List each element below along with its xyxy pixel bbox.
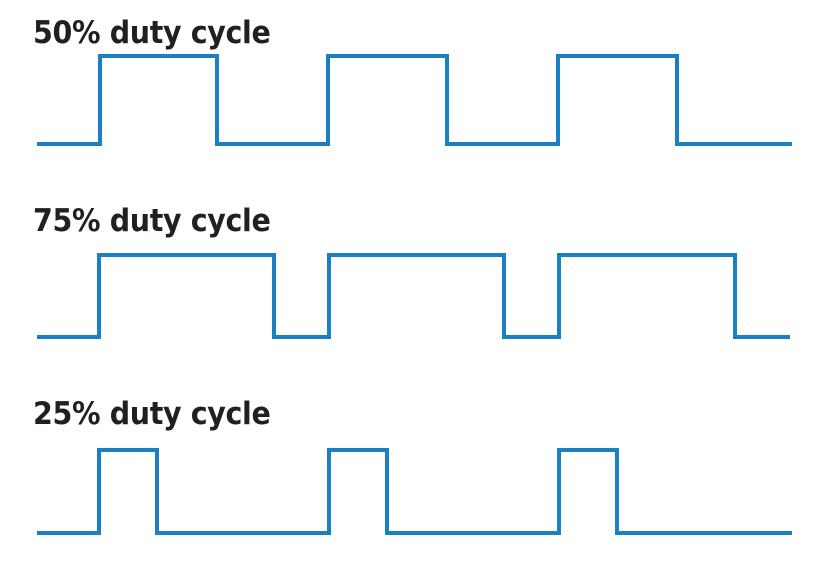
waveform-row-50-percent: 50% duty cycle	[0, 0, 815, 190]
waveform-path-75-percent	[37, 253, 790, 339]
waveform-plot-75-percent	[37, 253, 790, 339]
waveform-plot-50-percent	[37, 54, 792, 146]
waveform-row-25-percent: 25% duty cycle	[0, 385, 815, 563]
waveform-path-50-percent	[37, 54, 792, 146]
waveform-label-50-percent: 50% duty cycle	[33, 15, 271, 51]
waveform-label-25-percent: 25% duty cycle	[33, 396, 271, 432]
waveform-row-75-percent: 75% duty cycle	[0, 190, 815, 385]
waveform-plot-25-percent	[37, 448, 792, 535]
waveform-path-25-percent	[37, 448, 792, 535]
waveform-label-75-percent: 75% duty cycle	[33, 203, 271, 239]
